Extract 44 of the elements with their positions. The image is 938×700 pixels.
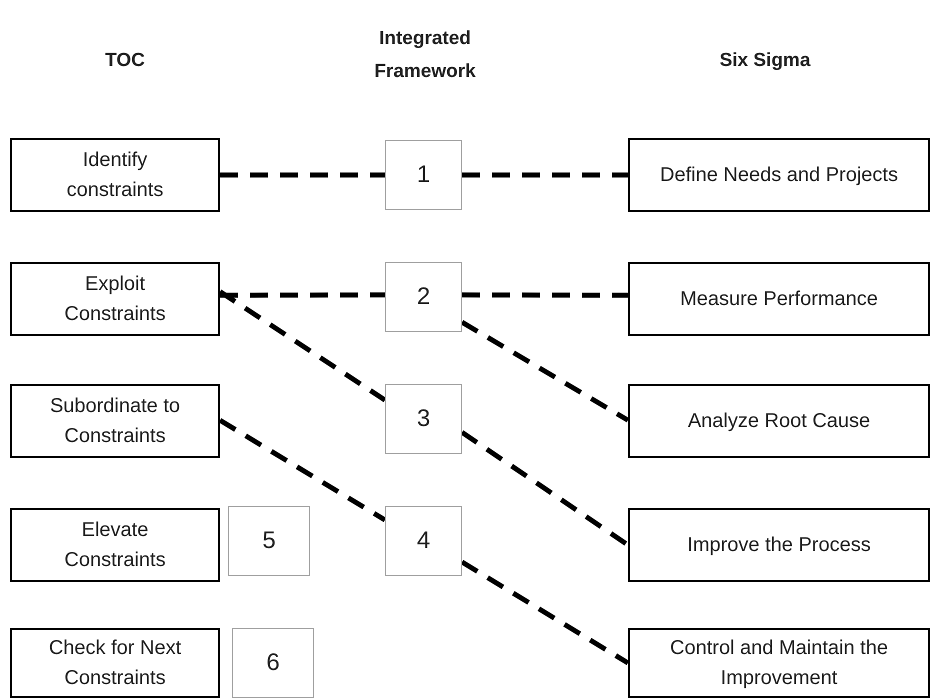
- column-heading: Integrated Framework: [373, 27, 477, 84]
- step-label: Analyze Root Cause: [688, 409, 870, 434]
- step-box: [10, 384, 220, 458]
- step-label: Measure Performance: [680, 287, 878, 312]
- step-box: [628, 262, 930, 336]
- step-label: Subordinate to Constraints: [48, 394, 182, 449]
- number-box: [385, 262, 462, 332]
- step-number: 1: [416, 160, 430, 190]
- step-box: [10, 138, 220, 212]
- step-box: [628, 508, 930, 582]
- step-box: [10, 262, 220, 336]
- dashed-connector: [462, 292, 628, 298]
- step-number: 5: [262, 526, 276, 556]
- dashed-connector: [220, 292, 385, 298]
- step-label: Elevate Constraints: [63, 518, 167, 573]
- step-box: [628, 628, 930, 698]
- step-box: [10, 628, 220, 698]
- step-number: 4: [416, 526, 430, 556]
- step-number: 3: [416, 404, 430, 434]
- column-heading: TOC: [104, 49, 146, 73]
- number-box: [232, 628, 314, 698]
- step-box: [628, 138, 930, 212]
- dashed-connector: [220, 172, 385, 178]
- step-number: 6: [266, 648, 280, 678]
- dashed-connector: [218, 418, 386, 522]
- dashed-connector: [460, 430, 630, 548]
- number-box: [228, 506, 310, 576]
- column-heading: Six Sigma: [718, 49, 812, 73]
- number-box: [385, 506, 462, 576]
- step-number: 2: [416, 282, 430, 312]
- step-box: [628, 384, 930, 458]
- step-label: Control and Maintain the Improvement: [669, 636, 889, 691]
- step-label: Identify constraints: [66, 148, 164, 203]
- number-box: [385, 384, 462, 454]
- step-label: Check for Next Constraints: [48, 636, 182, 691]
- dashed-connector: [460, 320, 630, 422]
- step-box: [10, 508, 220, 582]
- step-label: Define Needs and Projects: [660, 163, 898, 188]
- dashed-connector: [462, 172, 628, 178]
- dashed-connector: [460, 560, 630, 666]
- step-label: Exploit Constraints: [63, 272, 167, 327]
- step-label: Improve the Process: [687, 533, 871, 558]
- dashed-connector: [218, 290, 386, 402]
- number-box: [385, 140, 462, 210]
